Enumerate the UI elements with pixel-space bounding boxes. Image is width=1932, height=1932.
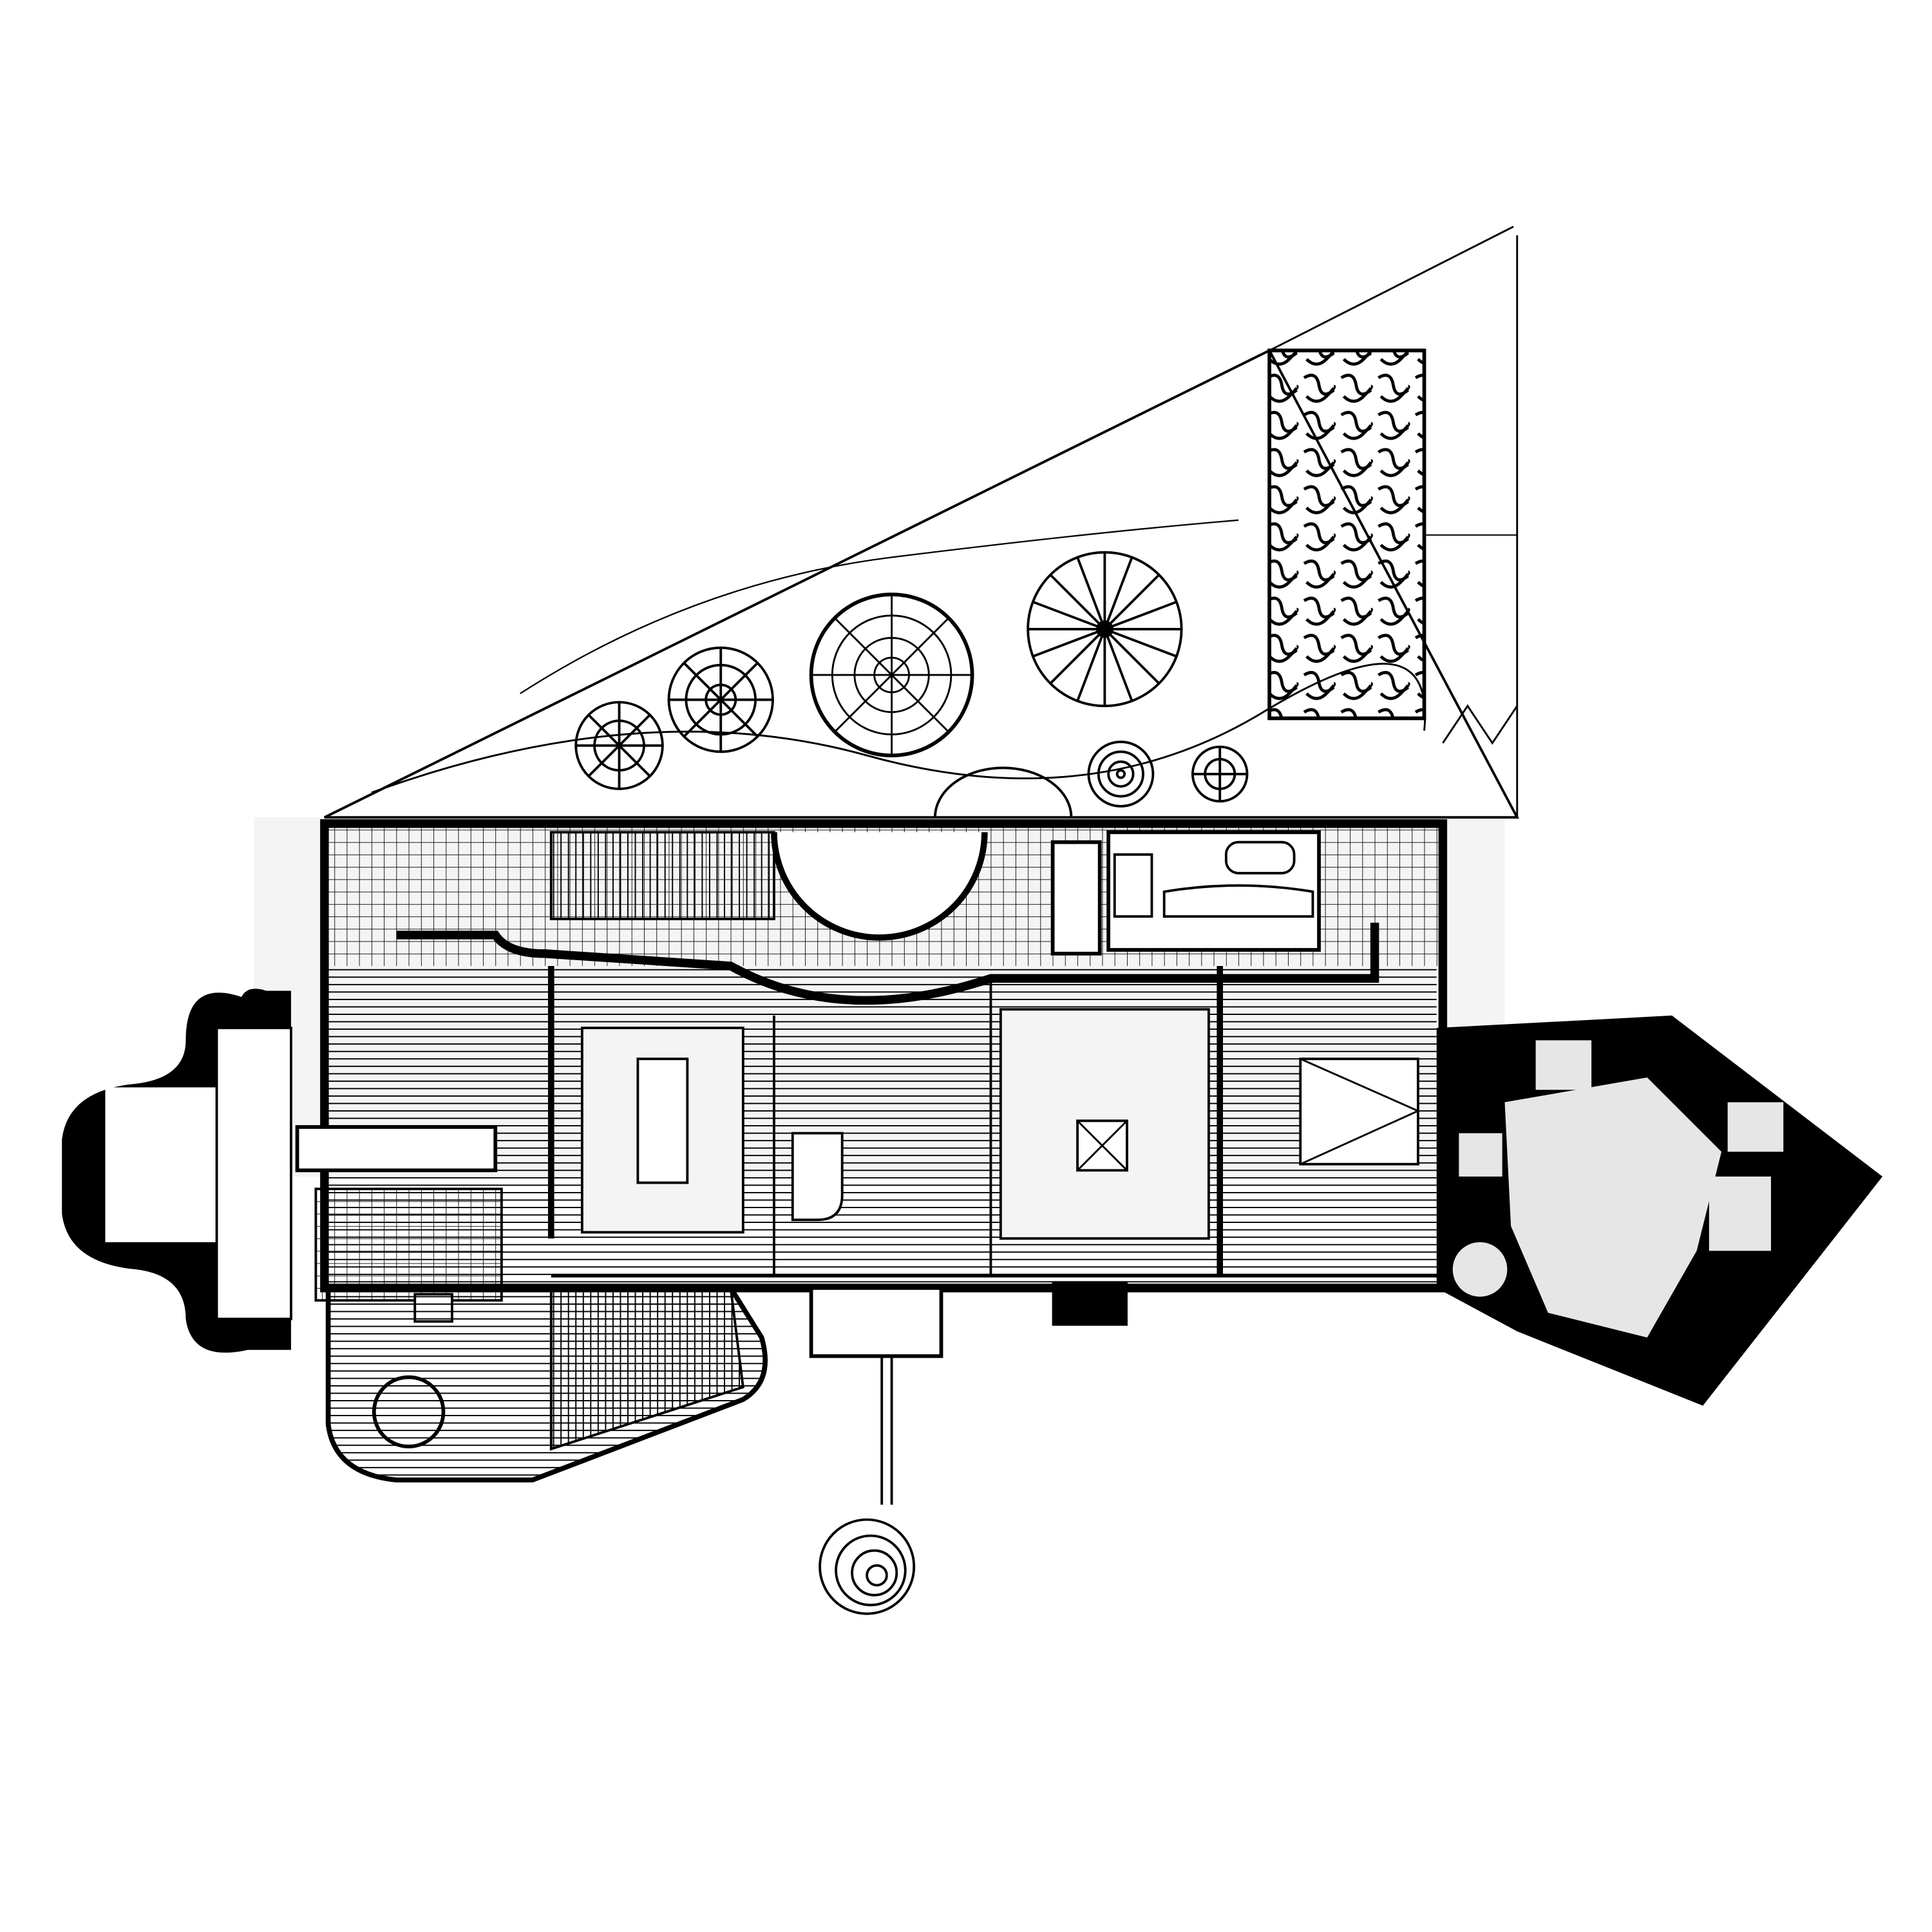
fireplace <box>1052 1281 1128 1326</box>
entry-annex <box>62 989 292 1353</box>
bed-mark <box>1300 1057 1421 1166</box>
living-floor <box>328 966 1437 1288</box>
wheel-garden <box>1027 551 1183 708</box>
terrace-deck <box>549 1287 744 1451</box>
annex-corridor <box>215 1027 292 1320</box>
shower <box>1113 853 1153 918</box>
curved-wall <box>396 922 1379 1005</box>
dining-table <box>636 1057 689 1184</box>
small-rosette-garden <box>574 701 664 790</box>
garden-path <box>371 663 1426 794</box>
maze-garden <box>1267 348 1426 721</box>
entry-porch <box>809 1286 943 1358</box>
bed <box>1299 1057 1419 1166</box>
garden-path <box>520 519 1239 694</box>
kitchen <box>314 1188 503 1302</box>
garden-gate <box>1442 704 1518 745</box>
web-garden <box>809 592 974 757</box>
coffee-table-mark <box>1077 1120 1128 1171</box>
spiral-ornament <box>819 1518 916 1615</box>
site-line <box>1269 225 1514 352</box>
wc <box>1050 840 1102 956</box>
grand-piano <box>791 1132 844 1222</box>
house <box>295 819 1448 1615</box>
half-circle-bed <box>934 766 1073 818</box>
concentric-circles <box>1087 741 1155 808</box>
rock <box>1504 1077 1722 1338</box>
rock-garden <box>1436 1015 1883 1406</box>
garden <box>323 225 1519 819</box>
rosette-garden <box>667 646 774 753</box>
rock <box>1709 1176 1771 1251</box>
rock <box>1452 1242 1508 1297</box>
rock <box>1459 1133 1502 1177</box>
rock <box>1535 1040 1592 1090</box>
rock <box>1727 1102 1784 1152</box>
web-circle-small <box>1191 745 1249 803</box>
round-room <box>771 832 988 941</box>
annex-room <box>105 1087 217 1242</box>
kitchen-counter <box>295 1125 498 1173</box>
vanity <box>1162 884 1314 918</box>
bathtub <box>1224 840 1296 875</box>
staircase <box>549 831 775 920</box>
entry-path <box>880 1356 893 1505</box>
